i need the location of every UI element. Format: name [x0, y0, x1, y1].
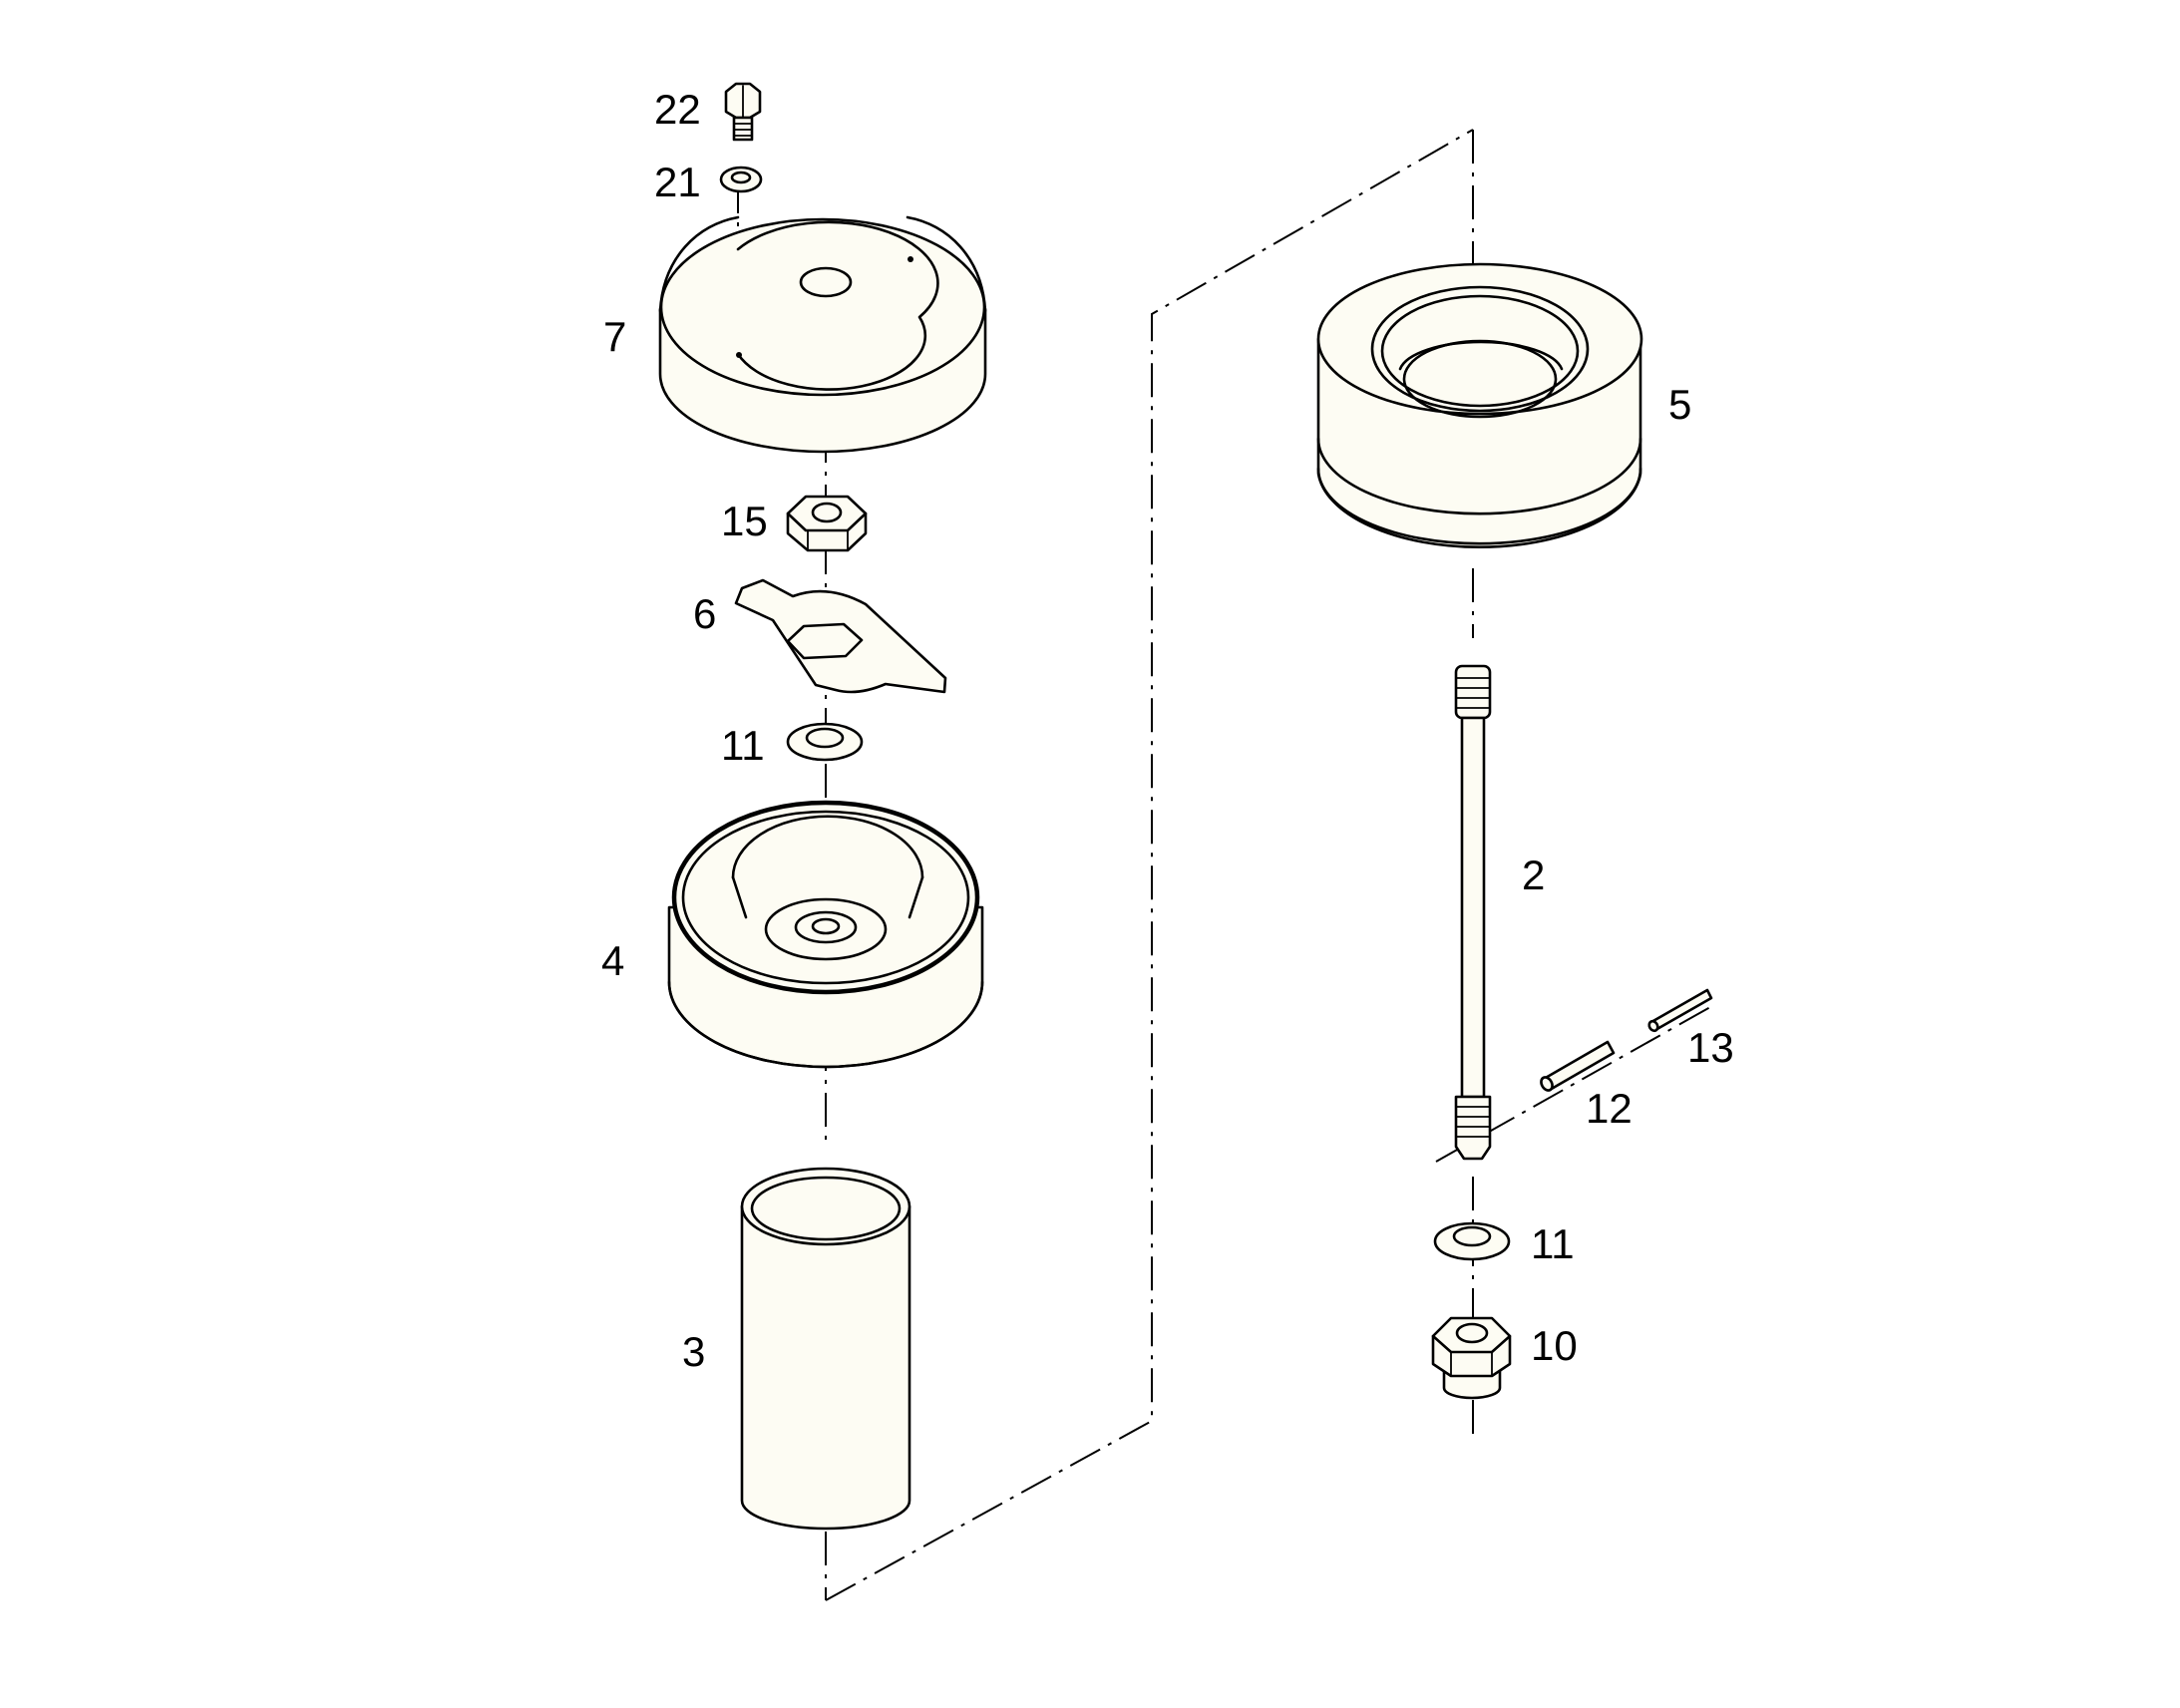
callout-12: 12 [1586, 1085, 1633, 1132]
callout-10: 10 [1531, 1322, 1578, 1369]
callout-3: 3 [682, 1328, 705, 1375]
cap-7 [658, 215, 987, 454]
callout-13: 13 [1687, 1024, 1734, 1071]
callout-15: 15 [721, 498, 768, 544]
upper-mount-5 [1316, 262, 1643, 549]
bolt-22 [724, 82, 762, 142]
sleeve-3 [740, 1167, 911, 1531]
stud-2 [1454, 664, 1492, 1161]
lower-mount-4 [667, 800, 984, 1069]
callout-2: 2 [1522, 852, 1545, 898]
callout-22: 22 [654, 86, 701, 133]
pin-12 [1540, 1040, 1616, 1092]
callout-11-left: 11 [721, 722, 765, 769]
callout-7: 7 [603, 313, 626, 360]
callouts: 22 21 7 15 6 11 4 3 5 2 13 12 11 10 [601, 86, 1734, 1375]
washer-11-right [1433, 1221, 1511, 1261]
washer-11-left [786, 722, 864, 762]
nut-10 [1431, 1316, 1512, 1400]
nut-15 [786, 495, 868, 552]
callout-4: 4 [601, 937, 624, 984]
pin-13 [1647, 988, 1713, 1033]
callout-5: 5 [1668, 381, 1691, 428]
callout-6: 6 [693, 590, 716, 637]
callout-21: 21 [654, 159, 701, 205]
callout-11-right: 11 [1531, 1220, 1575, 1267]
washer-21 [719, 166, 763, 193]
lock-plate-6 [734, 578, 947, 694]
